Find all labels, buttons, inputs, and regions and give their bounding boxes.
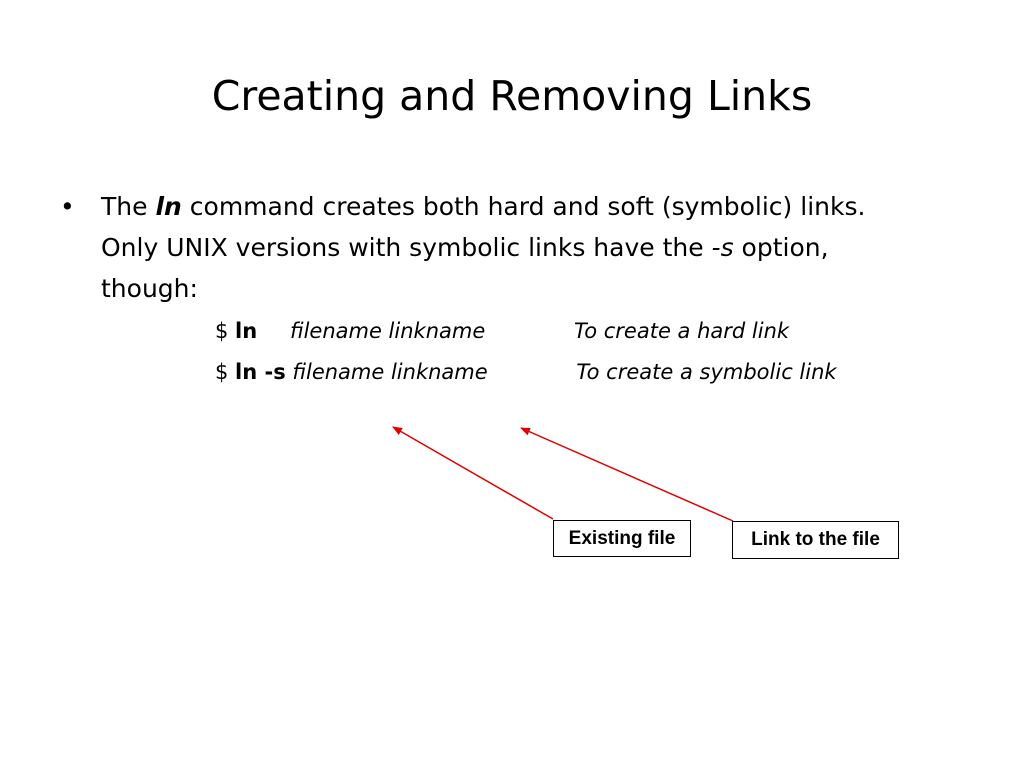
ln-command-keyword: ln xyxy=(155,192,182,221)
bullet-paragraph: • The ln command creates both hard and s… xyxy=(60,186,960,309)
command-prefix: $ ln xyxy=(215,316,290,346)
bullet-text-intro: The xyxy=(101,192,156,221)
existing-file-label: Existing file xyxy=(553,520,691,557)
arrow-to-filename xyxy=(392,426,554,520)
command-row-symbolic-link: $ ln -s filename linkname To create a sym… xyxy=(215,357,837,387)
s-option-keyword: -s xyxy=(711,233,734,262)
command-name: ln -s xyxy=(235,360,286,384)
command-arguments: filename linkname xyxy=(292,360,488,384)
slide-title: Creating and Removing Links xyxy=(211,72,813,120)
bullet-text-line3: though: xyxy=(101,274,198,303)
link-to-file-label: Link to the file xyxy=(732,521,899,559)
dollar-prompt: $ xyxy=(215,360,236,384)
command-name: ln xyxy=(235,319,258,343)
command-prefix: $ ln -s xyxy=(215,357,292,387)
bullet-text-line2: Only UNIX versions with symbolic links h… xyxy=(101,233,712,262)
dollar-prompt: $ xyxy=(215,319,236,343)
command-arguments: filename linkname xyxy=(290,319,486,343)
command-description: To create a hard link xyxy=(574,319,790,343)
arrow-to-linkname xyxy=(520,427,734,522)
bullet-symbol: • xyxy=(60,192,75,221)
bullet-text: The ln command creates both hard and sof… xyxy=(101,186,951,309)
bullet-text-line2-rest: option, xyxy=(733,233,829,262)
bullet-text-line1-rest: command creates both hard and soft (symb… xyxy=(181,192,866,221)
command-description: To create a symbolic link xyxy=(576,360,837,384)
